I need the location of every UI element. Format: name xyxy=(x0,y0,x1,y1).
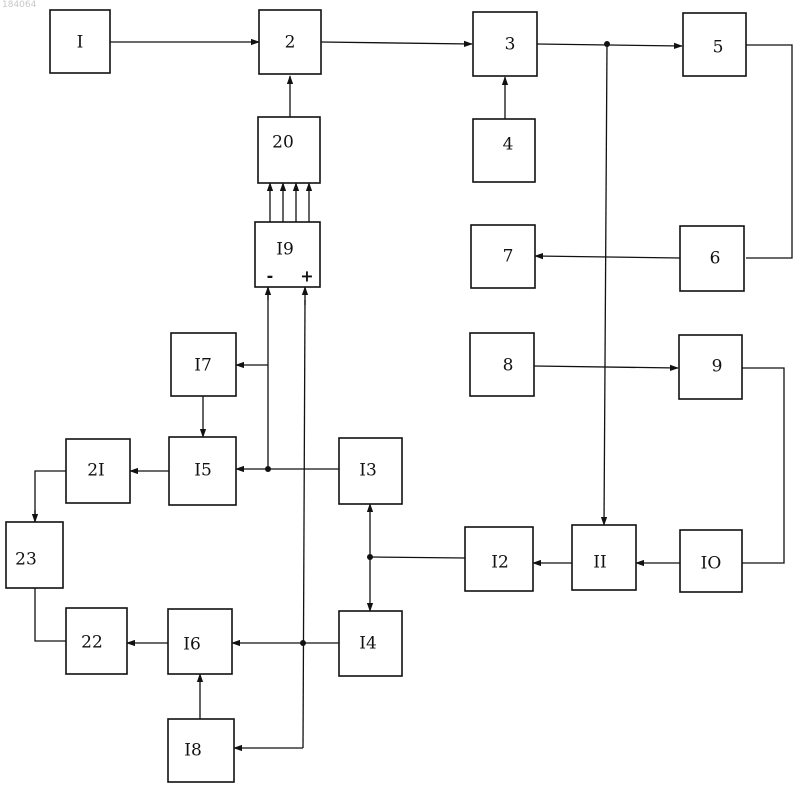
block-18: I8 xyxy=(168,719,234,782)
block-23: 23 xyxy=(6,522,63,588)
block-8: 8 xyxy=(470,333,534,396)
conn-9-10 xyxy=(742,368,784,563)
block-7: 7 xyxy=(471,225,535,288)
junction-dot-3-5 xyxy=(604,41,610,47)
block-21: 2I xyxy=(66,439,130,503)
block-1-label: I xyxy=(77,33,84,53)
block-16: I6 xyxy=(168,609,232,674)
conn-21-23 xyxy=(35,471,66,522)
block-20: 20 xyxy=(258,117,320,183)
block-11-label: II xyxy=(593,553,606,573)
block-3: 3 xyxy=(473,12,537,76)
block-15-label: I5 xyxy=(194,461,212,481)
block-22-label: 22 xyxy=(81,633,103,653)
block-2-label: 2 xyxy=(285,33,296,53)
block-12: I2 xyxy=(465,527,533,591)
junction-dot-12 xyxy=(367,554,373,560)
block-9: 9 xyxy=(679,335,742,399)
block-8-label: 8 xyxy=(503,356,514,376)
conn-plus-vertical xyxy=(303,300,305,748)
block-15: I5 xyxy=(169,437,236,505)
block-13: I3 xyxy=(339,438,402,504)
block-6-label: 6 xyxy=(710,249,721,269)
conn-23-22 xyxy=(35,588,66,641)
block-11: II xyxy=(572,525,636,590)
block-21-label: 2I xyxy=(87,461,105,481)
conn-8-9 xyxy=(534,366,678,368)
block-17-label: I7 xyxy=(194,356,212,376)
block-12-label: I2 xyxy=(491,553,509,573)
block-7-label: 7 xyxy=(503,247,514,267)
junction-dot-13-15 xyxy=(265,466,271,472)
block-5: 5 xyxy=(683,13,746,76)
block-19: I9 - + xyxy=(255,222,320,287)
block-20-label: 20 xyxy=(272,133,294,153)
block-10: IO xyxy=(680,530,742,592)
block-10-label: IO xyxy=(701,554,722,574)
block-14-label: I4 xyxy=(359,634,377,654)
block-6: 6 xyxy=(680,226,744,291)
block-18-label: I8 xyxy=(184,741,202,761)
block-4-label: 4 xyxy=(503,135,514,155)
block-3-label: 3 xyxy=(505,35,516,55)
block-19-minus-sign: - xyxy=(267,267,274,286)
block-5-label: 5 xyxy=(713,38,724,58)
conn-5-6 xyxy=(746,45,792,258)
conn-12-junction xyxy=(370,557,465,558)
block-1: I xyxy=(50,10,110,73)
block-4: 4 xyxy=(473,119,535,182)
conn-3-11 xyxy=(604,44,607,525)
block-2: 2 xyxy=(259,10,321,74)
block-13-label: I3 xyxy=(359,461,377,481)
conn-2-3 xyxy=(321,42,472,44)
block-22: 22 xyxy=(66,608,127,674)
conn-6-7 xyxy=(535,256,680,258)
block-16-label: I6 xyxy=(183,635,201,655)
block-19-label: I9 xyxy=(276,240,294,260)
block-23-label: 23 xyxy=(15,550,37,570)
junction-dot-14-16 xyxy=(300,640,306,646)
block-17: I7 xyxy=(171,333,236,396)
block-14: I4 xyxy=(339,611,402,676)
block-19-plus-sign: + xyxy=(300,267,313,286)
block-9-label: 9 xyxy=(712,357,723,377)
